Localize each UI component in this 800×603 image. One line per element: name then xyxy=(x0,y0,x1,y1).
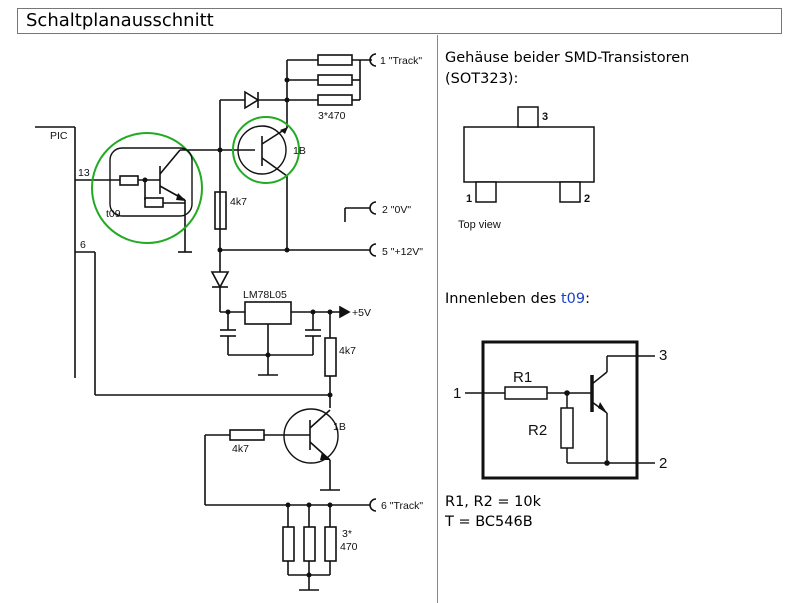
internals-heading: Innenleben des t09: xyxy=(445,291,590,307)
t09-internals-figure: R1 R2 1 3 2 xyxy=(453,340,667,480)
internals-heading-prefix: Innenleben des xyxy=(445,291,561,307)
r-4k7-b-label: 4k7 xyxy=(339,345,356,357)
track1-label: 1 "Track" xyxy=(380,55,422,67)
pic-label: PIC xyxy=(50,130,68,142)
res-3x470-bottom-label-a: 3* xyxy=(342,528,352,540)
r-4k7-a-label: 4k7 xyxy=(230,196,247,208)
res-3x470-bottom-label-b: 470 xyxy=(340,541,358,553)
gnd-label: 2 "0V" xyxy=(382,204,411,216)
internals-pin1: 1 xyxy=(453,385,461,402)
values-line1: R1, R2 = 10k xyxy=(445,494,542,510)
column-divider xyxy=(437,35,438,603)
package-heading-line2: (SOT323): xyxy=(445,71,519,87)
sot323-package-figure: 3 1 2 Top view xyxy=(458,106,595,231)
emitter-arrow-icon xyxy=(280,127,288,134)
t09-link[interactable]: t09 xyxy=(560,291,586,307)
res-3x470-top-label: 3*470 xyxy=(318,110,346,122)
package-pin3: 3 xyxy=(542,111,548,123)
package-heading-line1: Gehäuse beider SMD-Transistoren xyxy=(445,50,690,66)
t09-label: t09 xyxy=(106,208,121,220)
plus12-label: 5 "+12V" xyxy=(382,246,423,258)
r2-label: R2 xyxy=(528,422,547,439)
circuit-schematic: PIC 13 6 t09 1 "Track" 3*470 1B 4k7 2 "0… xyxy=(35,53,423,591)
internals-pin2: 2 xyxy=(659,455,667,472)
internals-heading-suffix: : xyxy=(585,291,590,307)
plus5-label: +5V xyxy=(352,307,371,319)
t09-highlight-circle xyxy=(91,132,203,244)
values-line2: T = BC546B xyxy=(445,514,533,530)
r1-label: R1 xyxy=(513,369,532,386)
section-header: Schaltplanausschnitt xyxy=(17,8,782,34)
package-pin2: 2 xyxy=(584,193,590,205)
package-caption: Top view xyxy=(458,219,501,231)
internals-pin3: 3 xyxy=(659,347,667,364)
package-pin1: 1 xyxy=(466,193,472,205)
tr-1b-bottom-label: 1B xyxy=(333,421,346,433)
r-4k7-c-label: 4k7 xyxy=(232,443,249,455)
pin13-label: 13 xyxy=(78,167,90,179)
section-title: Schaltplanausschnitt xyxy=(26,10,214,31)
regulator-label: LM78L05 xyxy=(243,289,287,301)
top-transistor-highlight-circle xyxy=(232,116,300,184)
tr-1b-top-label: 1B xyxy=(293,145,306,157)
track6-label: 6 "Track" xyxy=(381,500,423,512)
pin6-label: 6 xyxy=(80,239,86,251)
